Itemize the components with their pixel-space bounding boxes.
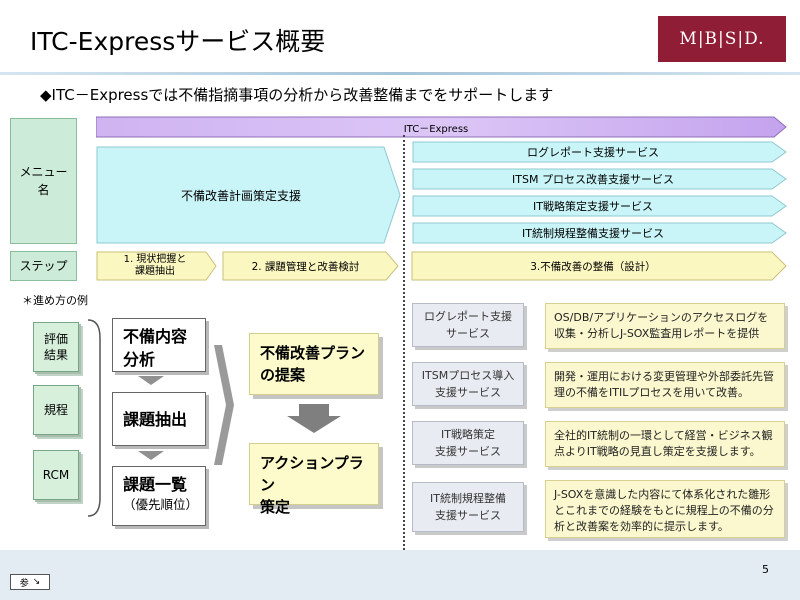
issue-list-title: 課題一覧 bbox=[123, 475, 188, 494]
service-desc-it-control-rules: J-SOXを意識した内容にて体系化された雛形とこれまでの経験をもとに規程上の不備… bbox=[545, 480, 785, 538]
menu-name-label: メニュー 名 bbox=[10, 118, 77, 244]
chevron-right-icon bbox=[214, 345, 234, 465]
header-divider bbox=[0, 72, 800, 75]
process-issue-extraction: 課題抽出 bbox=[112, 392, 206, 446]
slide-footer bbox=[0, 550, 800, 600]
issue-list-note: （優先順位） bbox=[123, 497, 199, 512]
plan-support-label: 不備改善計画策定支援 bbox=[180, 188, 301, 203]
step-1: 1. 現状把握と 課題抽出 bbox=[123, 254, 187, 277]
service-name-log-report: ログレポート支援 サービス bbox=[412, 303, 524, 347]
down-arrow-icon bbox=[287, 404, 341, 433]
service-desc-it-strategy: 全社的IT統制の一環として経営・ビジネス観点よりIT戦略の見直し策定を支援します… bbox=[545, 421, 785, 467]
page-number: 5 bbox=[762, 563, 769, 576]
down-arrow-icon bbox=[138, 451, 164, 460]
step-arrows bbox=[96, 251, 787, 281]
service-arrows bbox=[412, 141, 787, 244]
slide-subtitle: ◆ITC－Expressでは不備指摘事項の分析から改善整備までをサポートします bbox=[40, 86, 554, 104]
service-desc-log-report: OS/DB/アプリケーションのアクセスログを収集・分析しJ-SOX監査用レポート… bbox=[545, 303, 785, 349]
service-name-it-strategy: IT戦略策定 支援サービス bbox=[412, 421, 524, 465]
reference-nav-label: 参 bbox=[19, 578, 29, 589]
doc-evaluation-results: 評価 結果 bbox=[33, 322, 79, 372]
step-label: ステップ bbox=[10, 251, 77, 281]
doc-regulations: 規程 bbox=[33, 385, 79, 435]
page-title: ITC-Expressサービス概要 bbox=[30, 27, 326, 56]
doc-rcm: RCM bbox=[33, 450, 79, 500]
company-logo: M|B|S|D. bbox=[658, 16, 786, 62]
down-arrow-icon bbox=[138, 376, 164, 385]
process-issue-list: 課題一覧 （優先順位） bbox=[112, 466, 206, 526]
service-name-itsm: ITSMプロセス導入 支援サービス bbox=[412, 362, 524, 406]
arrow-icon: ↘ bbox=[32, 577, 41, 587]
reference-nav-button[interactable]: 参 ↘ bbox=[10, 574, 50, 590]
menu-service-4: IT統制規程整備支援サービス bbox=[522, 227, 664, 240]
example-label: ＊進め方の例 bbox=[22, 294, 88, 307]
process-defect-analysis: 不備内容 分析 bbox=[112, 318, 206, 372]
itc-express-banner bbox=[96, 116, 787, 138]
menu-service-3: IT戦略策定支援サービス bbox=[533, 200, 653, 213]
output-improvement-plan: 不備改善プラン の提案 bbox=[249, 333, 379, 395]
itc-express-label: ITC－Express bbox=[403, 123, 469, 135]
grouping-bracket bbox=[87, 319, 101, 517]
step-3: 3.不備改善の整備（設計） bbox=[530, 260, 656, 273]
output-action-plan: アクションプラン 策定 bbox=[249, 443, 379, 516]
service-name-it-control-rules: IT統制規程整備 支援サービス bbox=[412, 482, 524, 532]
service-desc-itsm: 開発・運用における変更管理や外部委託先管理の不備をITILプロセスを用いて改善。 bbox=[545, 362, 785, 408]
section-separator bbox=[403, 135, 405, 550]
step-2: 2. 課題管理と改善検討 bbox=[251, 260, 360, 273]
plan-support-arrow bbox=[96, 146, 401, 244]
menu-service-2: ITSM プロセス改善支援サービス bbox=[512, 173, 674, 186]
menu-service-1: ログレポート支援サービス bbox=[527, 146, 659, 159]
